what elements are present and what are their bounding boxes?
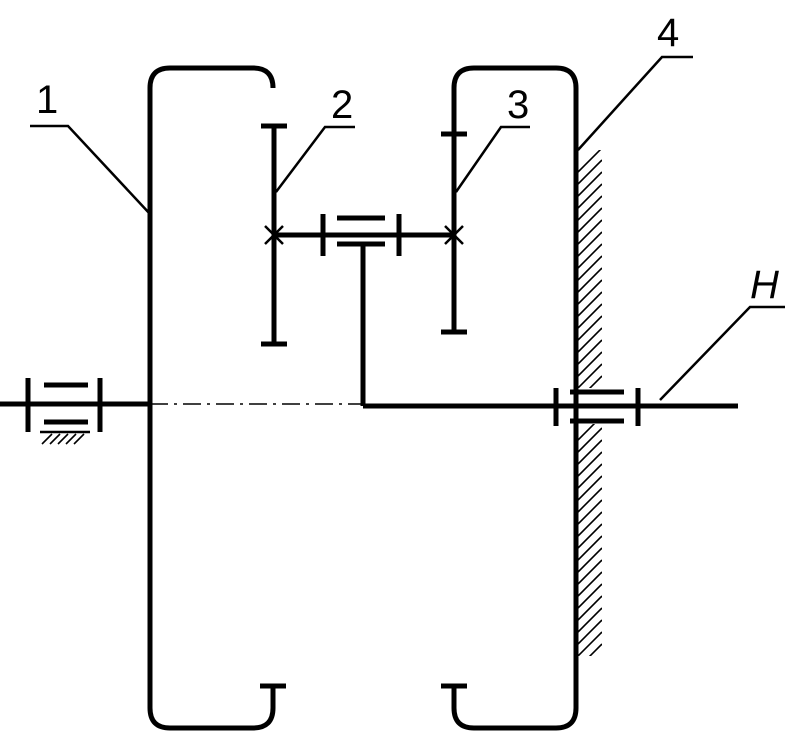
label-1: 1 [36,78,58,122]
gear-1-ring [147,65,276,731]
carrier-arm [360,244,738,426]
gear-3-planet [441,88,467,335]
input-bearing-ground-hatch [40,430,90,445]
leader-lines [30,55,785,401]
ring-4-ground-hatch-upper [578,150,602,388]
label-2: 2 [331,83,353,127]
leader-4 [577,55,693,151]
gear-4-ring [451,65,579,731]
label-4: 4 [657,11,679,55]
leader-3 [454,125,530,193]
leader-1 [30,124,151,215]
leader-2 [275,125,355,193]
ring-4-ground-hatch-lower [578,424,602,656]
planet-shaft [274,214,454,256]
label-H: H [750,263,779,307]
label-3: 3 [507,83,529,127]
input-shaft [0,378,148,432]
leader-H [659,305,785,401]
